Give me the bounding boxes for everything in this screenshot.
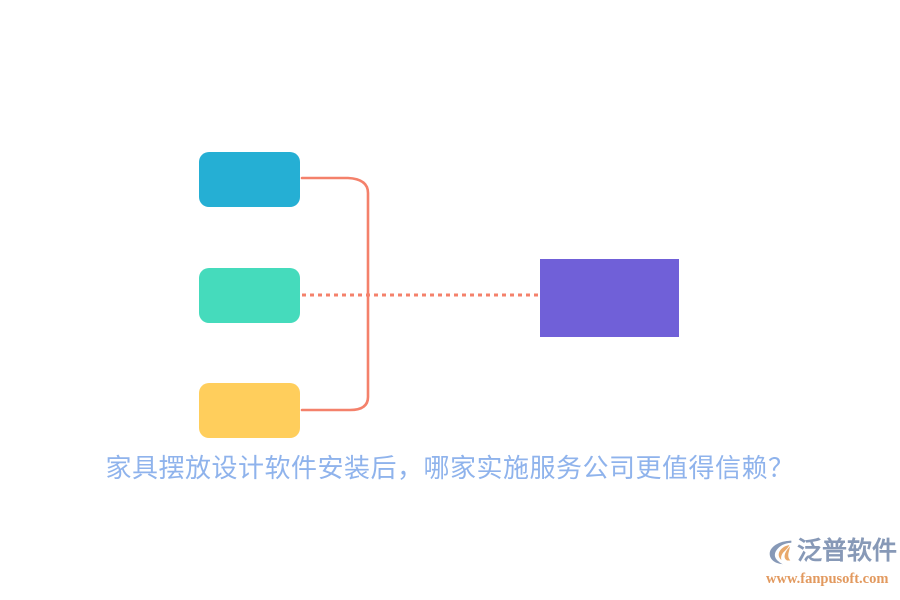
- diagram-node-blue[interactable]: [199, 152, 300, 207]
- caption-text: 家具摆放设计软件安装后，哪家实施服务公司更值得信赖？: [105, 454, 795, 483]
- fanpu-swoosh-logo-icon: [769, 540, 792, 565]
- brand-logo-row: 泛普软件: [765, 535, 897, 569]
- diagram-node-green[interactable]: [199, 268, 300, 323]
- connector-bracket-path: [300, 176, 370, 412]
- brand-logo-name: 泛普软件: [797, 538, 898, 565]
- brand-logo-url: www.fanpusoft.com: [766, 571, 889, 587]
- brand-logo[interactable]: 泛普软件 www.fanpusoft.com: [765, 535, 897, 591]
- diagram-node-purple[interactable]: [540, 259, 679, 337]
- diagram-node-yellow[interactable]: [199, 383, 300, 438]
